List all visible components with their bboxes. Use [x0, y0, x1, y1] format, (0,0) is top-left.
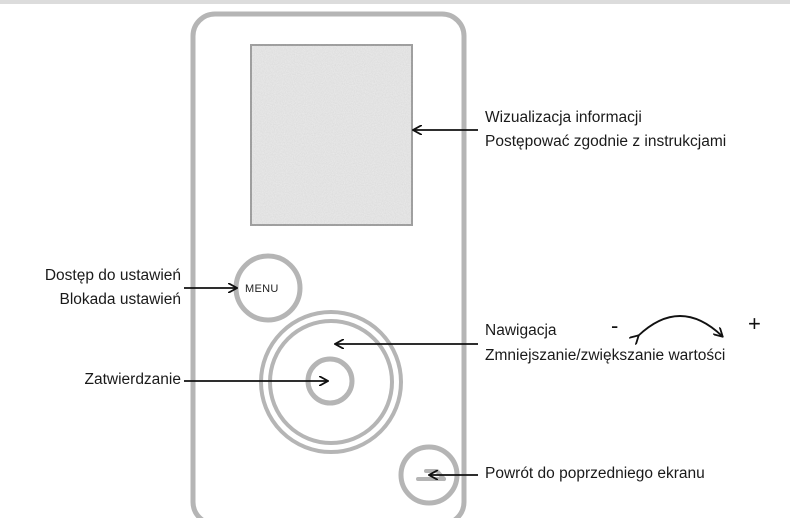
- top-border: [0, 0, 790, 4]
- minus-sign: -: [611, 313, 619, 338]
- display-label-line2: Postępować zgodnie z instrukcjami: [485, 133, 727, 150]
- confirm-label: Zatwierdzanie: [84, 371, 182, 388]
- plus-sign: +: [748, 311, 761, 336]
- navigation-label-line2: Zmniejszanie/zwiększanie wartości: [485, 347, 726, 364]
- back-label: Powrót do poprzedniego ekranu: [485, 465, 705, 482]
- display-screen: [248, 42, 415, 228]
- navigation-label-line1: Nawigacja: [485, 322, 557, 339]
- menu-label-line1: Dostęp do ustawień: [44, 267, 181, 284]
- menu-button-label: MENU: [245, 283, 279, 295]
- menu-label-line2: Blokada ustawień: [59, 291, 182, 308]
- curved-double-arrow-icon: [638, 315, 722, 336]
- display-label-line1: Wizualizacja informacji: [485, 109, 642, 126]
